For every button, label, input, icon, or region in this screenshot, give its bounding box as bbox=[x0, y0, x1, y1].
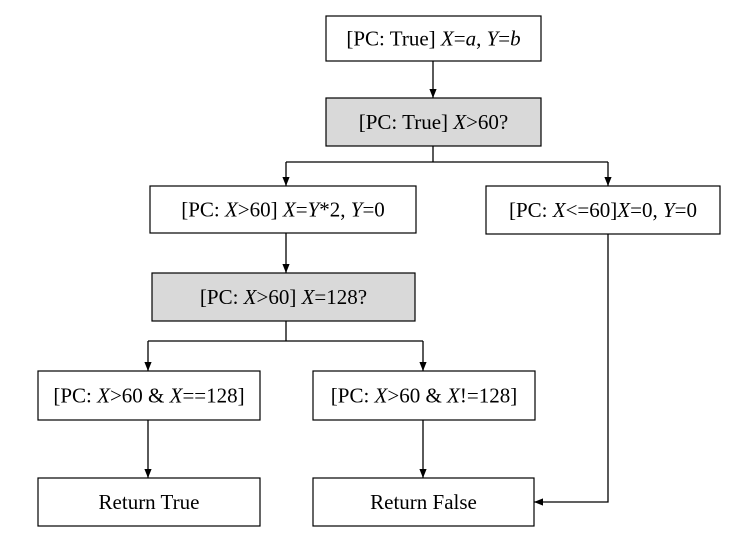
node-condition-x-eq-128: [PC: X>60] X=128? bbox=[151, 272, 416, 322]
node-condition-x-gt-60-label: [PC: True] X>60? bbox=[359, 110, 509, 134]
node-return-true-label: Return True bbox=[99, 490, 200, 514]
node-condition-x-eq-128-label: [PC: X>60] X=128? bbox=[200, 285, 367, 309]
leaf-true-pc-text-segment: ==128] bbox=[182, 384, 244, 408]
right1-text-segment: =0 bbox=[675, 198, 697, 222]
cond1-text-segment: X bbox=[452, 110, 467, 134]
left1-text-segment: X bbox=[224, 198, 239, 222]
cond2-text-segment: >60] bbox=[257, 285, 302, 309]
right1-text-segment: [PC: bbox=[509, 198, 553, 222]
node-return-true: Return True bbox=[37, 477, 261, 527]
node-path-x-ne-128: [PC: X>60 & X!=128] bbox=[312, 370, 536, 421]
left1-text-segment: =0 bbox=[362, 198, 384, 222]
left1-text-segment: Y bbox=[351, 198, 365, 222]
node-state-x-gt-60-box bbox=[149, 185, 417, 234]
node-return-false: Return False bbox=[312, 477, 535, 527]
right1-text-segment: X bbox=[552, 198, 567, 222]
leaf-false-pc-text-segment: [PC: bbox=[331, 384, 375, 408]
left1-text-segment: Y bbox=[308, 198, 322, 222]
root-text-segment: X bbox=[440, 27, 455, 51]
leaf-false-pc-text-segment: >60 & bbox=[387, 384, 447, 408]
leaf-false-pc-text-segment: !=128] bbox=[460, 384, 517, 408]
root-text-segment: = bbox=[454, 27, 466, 51]
root-text-segment: a bbox=[466, 27, 477, 51]
root-text-segment: , bbox=[476, 27, 487, 51]
left1-text-segment: X bbox=[282, 198, 297, 222]
node-root-box bbox=[325, 15, 542, 62]
root-text-segment: Y bbox=[487, 27, 501, 51]
node-return-false-box bbox=[312, 477, 535, 527]
node-state-x-le-60-label: [PC: X<=60]X=0, Y=0 bbox=[509, 198, 697, 222]
left1-text-segment: [PC: bbox=[181, 198, 225, 222]
node-condition-x-eq-128-box bbox=[151, 272, 416, 322]
return-true-text-segment: Return True bbox=[99, 490, 200, 514]
root-text-segment: [PC: True] bbox=[346, 27, 441, 51]
leaf-false-pc-text-segment: X bbox=[374, 384, 389, 408]
node-state-x-gt-60: [PC: X>60] X=Y*2, Y=0 bbox=[149, 185, 417, 234]
cond1-text-segment: [PC: True] bbox=[359, 110, 454, 134]
return-false-text-segment: Return False bbox=[370, 490, 477, 514]
node-state-x-gt-60-label: [PC: X>60] X=Y*2, Y=0 bbox=[181, 198, 385, 222]
node-path-x-eq-128-box bbox=[37, 370, 261, 421]
edges bbox=[144, 61, 612, 506]
node-state-x-le-60-box bbox=[485, 185, 721, 235]
node-root-label: [PC: True] X=a, Y=b bbox=[346, 27, 520, 51]
root-text-segment: b bbox=[510, 27, 521, 51]
leaf-true-pc-text-segment: [PC: bbox=[53, 384, 97, 408]
node-path-x-ne-128-box bbox=[312, 370, 536, 421]
node-condition-x-gt-60-box bbox=[325, 97, 542, 147]
node-return-true-box bbox=[37, 477, 261, 527]
node-condition-x-gt-60: [PC: True] X>60? bbox=[325, 97, 542, 147]
node-state-x-le-60: [PC: X<=60]X=0, Y=0 bbox=[485, 185, 721, 235]
node-return-false-label: Return False bbox=[370, 490, 477, 514]
cond2-text-segment: =128? bbox=[314, 285, 367, 309]
cond2-text-segment: [PC: bbox=[200, 285, 244, 309]
node-path-x-eq-128: [PC: X>60 & X==128] bbox=[37, 370, 261, 421]
cond2-text-segment: X bbox=[301, 285, 316, 309]
root-text-segment: = bbox=[498, 27, 510, 51]
right1-text-segment: <=60] bbox=[566, 198, 618, 222]
right1-text-segment: X bbox=[616, 198, 631, 222]
leaf-true-pc-text-segment: X bbox=[96, 384, 111, 408]
left1-text-segment: *2, bbox=[319, 198, 351, 222]
leaf-true-pc-text-segment: >60 & bbox=[110, 384, 170, 408]
node-path-x-ne-128-label: [PC: X>60 & X!=128] bbox=[331, 384, 517, 408]
leaf-false-pc-text-segment: X bbox=[446, 384, 461, 408]
cond2-text-segment: X bbox=[243, 285, 258, 309]
right1-text-segment: =0, bbox=[630, 198, 663, 222]
node-root: [PC: True] X=a, Y=b bbox=[325, 15, 542, 62]
edge-right1-to-return-false bbox=[534, 234, 609, 506]
cond1-text-segment: >60? bbox=[466, 110, 508, 134]
leaf-true-pc-text-segment: X bbox=[169, 384, 184, 408]
right1-text-segment: Y bbox=[663, 198, 677, 222]
node-path-x-eq-128-label: [PC: X>60 & X==128] bbox=[53, 384, 244, 408]
left1-text-segment: >60] bbox=[238, 198, 283, 222]
left1-text-segment: = bbox=[296, 198, 308, 222]
